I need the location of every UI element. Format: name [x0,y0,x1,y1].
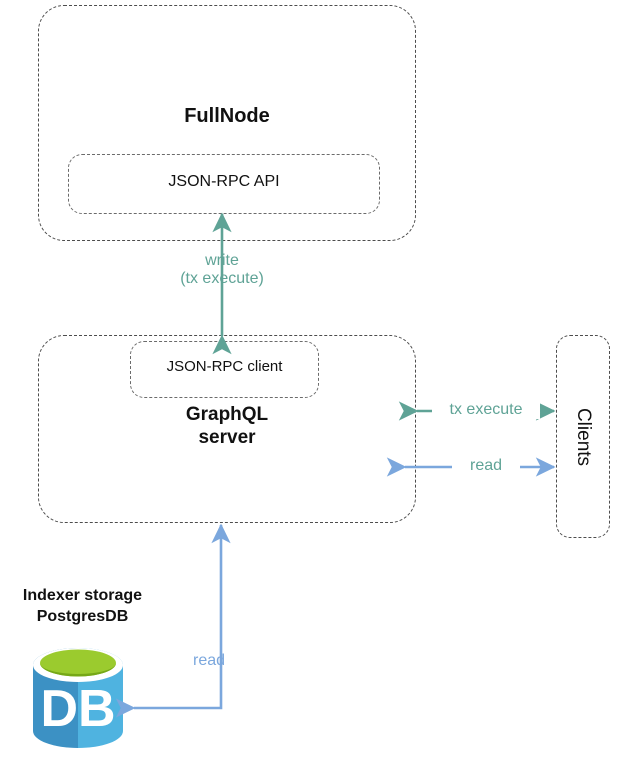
clients-label-wrapper: Clients [556,335,610,538]
edge-label-read-db: read [193,652,226,669]
edge-label-write-line2: (tx execute) [180,269,264,287]
database-body-label: DB [40,680,115,738]
database-caption-line2: PostgresDB [36,607,129,625]
fullnode-label: FullNode [184,105,270,127]
graphql-server-label-line2: server [198,427,256,449]
edge-label-write-line1: write [205,252,239,269]
edge-label-read-clients: read [452,457,520,475]
database-caption-line1: Indexer storage [22,587,143,604]
json-rpc-client-label: JSON-RPC client [166,358,283,375]
database-cylinder-icon [33,648,123,748]
json-rpc-api-box[interactable] [68,154,380,214]
clients-box[interactable] [556,335,610,538]
edge-label-write-tx-execute: write(tx execute) [122,252,322,288]
edge-label-tx-execute: tx execute [432,401,540,419]
graphql-server-label-line1: GraphQL [185,404,269,425]
clients-label: Clients [573,407,595,466]
json-rpc-api-label: JSON-RPC API [168,173,280,190]
